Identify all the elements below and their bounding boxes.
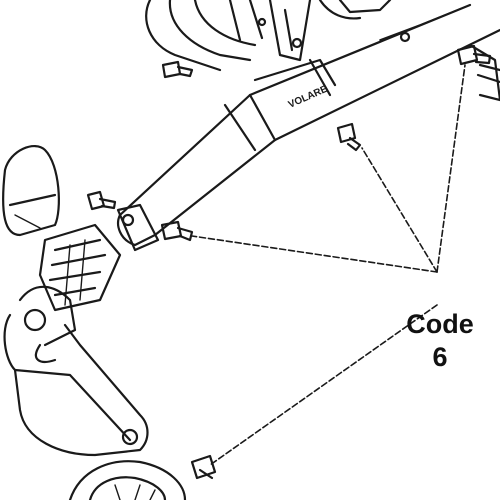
code-label: Code	[406, 309, 474, 339]
leader-lines	[191, 64, 466, 466]
bolt-bottom	[190, 454, 217, 480]
pedal	[38, 223, 122, 312]
bolt-left	[86, 190, 117, 211]
part-code-callout: Code 6	[392, 308, 488, 374]
upper-housing	[145, 0, 392, 72]
bolt-center	[160, 220, 194, 242]
main-frame-tube: VOLARE	[117, 3, 500, 247]
side-cover	[2, 144, 60, 237]
bolt-middle	[336, 122, 362, 152]
frame-brand-text: VOLARE	[287, 84, 330, 111]
tube-bracket	[116, 203, 160, 252]
code-number: 6	[432, 342, 448, 372]
bolt-right	[456, 44, 492, 66]
frame-end-cap	[468, 43, 500, 102]
wheel	[68, 460, 187, 500]
crank-arm	[3, 285, 149, 457]
bolt-top	[161, 60, 194, 79]
